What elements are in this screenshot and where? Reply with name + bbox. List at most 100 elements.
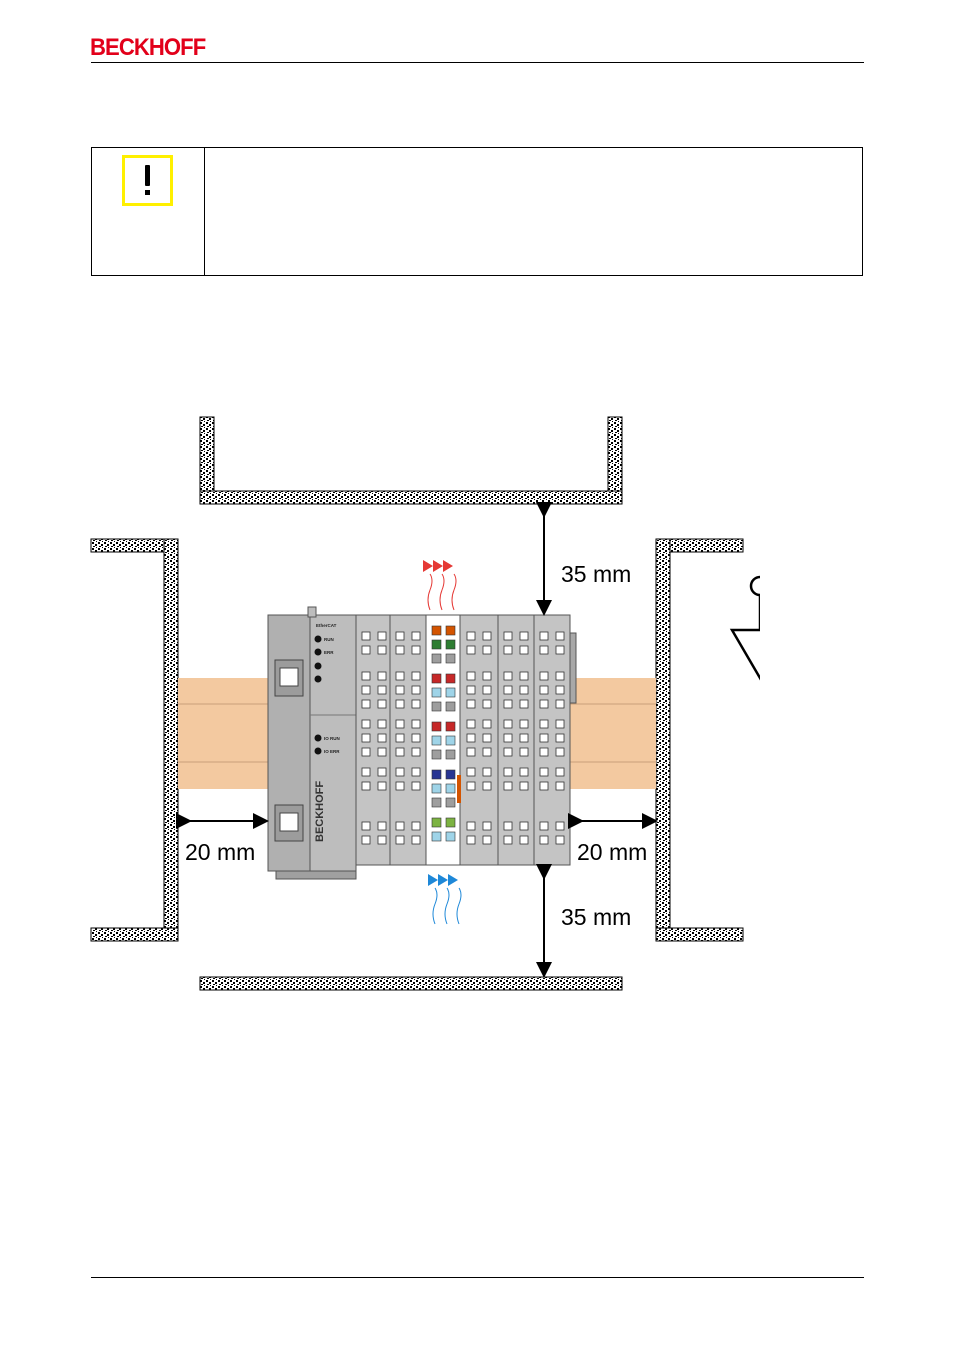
- terminal-contact: [377, 781, 387, 791]
- terminal-contact: [555, 821, 565, 831]
- terminal-indicator: [445, 639, 456, 650]
- terminal-contact: [555, 685, 565, 695]
- terminal-contact: [411, 645, 421, 655]
- terminal-indicator: [431, 797, 442, 808]
- terminal-contact: [466, 821, 476, 831]
- footer-rule: [91, 1277, 864, 1278]
- terminal-indicator: [445, 673, 456, 684]
- terminal-contact: [503, 671, 513, 681]
- terminal-contact: [555, 699, 565, 709]
- terminal-contact: [395, 719, 405, 729]
- terminal-contact: [555, 767, 565, 777]
- dimension-arrows: [176, 502, 658, 978]
- terminal-contact: [503, 747, 513, 757]
- right-housing-wall: [655, 538, 744, 942]
- led-run-label: RUN: [324, 637, 334, 642]
- terminal-contact: [466, 781, 476, 791]
- terminal-contact: [411, 767, 421, 777]
- terminal-contact: [503, 733, 513, 743]
- terminal-contact: [395, 699, 405, 709]
- terminal-indicator: [431, 735, 442, 746]
- terminal-contact: [395, 685, 405, 695]
- terminal-contact: [539, 781, 549, 791]
- terminal-contact: [466, 747, 476, 757]
- terminal-contact: [411, 699, 421, 709]
- terminal-contact: [361, 781, 371, 791]
- terminal-contact: [466, 699, 476, 709]
- terminal-contact: [519, 671, 529, 681]
- terminal-contact: [482, 645, 492, 655]
- terminal-contact: [395, 781, 405, 791]
- top-housing-wall: [199, 416, 623, 505]
- terminal-contact: [482, 835, 492, 845]
- terminal-contact: [539, 699, 549, 709]
- terminal-indicator: [431, 769, 442, 780]
- terminal-contact: [466, 733, 476, 743]
- airflow-out-top: [423, 560, 457, 611]
- ground-antenna-icon: [729, 575, 760, 681]
- terminal-contact: [555, 645, 565, 655]
- terminal-contact: [503, 821, 513, 831]
- terminal-indicator: [431, 783, 442, 794]
- terminal-contact: [482, 733, 492, 743]
- terminal-contact: [503, 767, 513, 777]
- caution-note-box: [91, 147, 863, 276]
- terminal-contact: [361, 719, 371, 729]
- terminal-contact: [377, 671, 387, 681]
- terminal-contact: [361, 767, 371, 777]
- terminal-contact: [377, 699, 387, 709]
- terminal-contact: [466, 685, 476, 695]
- terminal-contact: [503, 645, 513, 655]
- terminal-contact: [519, 781, 529, 791]
- terminal-contact: [519, 821, 529, 831]
- terminal-contact: [482, 699, 492, 709]
- terminal-contact: [361, 645, 371, 655]
- clearance-right-label: 20 mm: [577, 839, 647, 865]
- led-io-err-label: IO ERR: [324, 749, 340, 754]
- terminal-contact: [555, 631, 565, 641]
- terminal-contact: [482, 821, 492, 831]
- terminal-contact: [519, 699, 529, 709]
- terminal-contact: [377, 767, 387, 777]
- brand-logo: BECKHOFF: [90, 34, 206, 62]
- terminal-contact: [411, 733, 421, 743]
- terminal-contact: [395, 733, 405, 743]
- terminal-contact: [361, 631, 371, 641]
- terminal-contact: [482, 631, 492, 641]
- terminal-contact: [377, 685, 387, 695]
- clearance-top-label: 35 mm: [561, 561, 631, 587]
- terminal-contact: [361, 821, 371, 831]
- clearance-left-label: 20 mm: [185, 839, 255, 865]
- terminal-contact: [539, 685, 549, 695]
- terminal-contact: [503, 719, 513, 729]
- terminal-contact: [395, 631, 405, 641]
- terminal-indicator: [431, 749, 442, 760]
- terminal-contact: [482, 671, 492, 681]
- terminal-contact: [555, 835, 565, 845]
- terminal-indicator: [431, 831, 442, 842]
- terminal-indicator: [431, 701, 442, 712]
- header-rule: [91, 62, 864, 63]
- led-io-run-label: IO RUN: [324, 736, 340, 741]
- terminal-contact: [411, 685, 421, 695]
- terminal-contact: [539, 747, 549, 757]
- bottom-housing-wall: [199, 976, 623, 991]
- terminal-contact: [377, 631, 387, 641]
- terminal-contact: [503, 699, 513, 709]
- terminal-contact: [395, 821, 405, 831]
- terminal-indicator: [431, 639, 442, 650]
- coupler-side-brand: BECKHOFF: [314, 781, 326, 842]
- terminal-contact: [519, 719, 529, 729]
- terminal-indicator: [445, 749, 456, 760]
- led-err-label: ERR: [324, 650, 334, 655]
- brand-logo-text: BECKHOFF: [90, 34, 206, 61]
- terminal-contact: [361, 733, 371, 743]
- clearance-bottom-label: 35 mm: [561, 904, 631, 930]
- terminal-contact: [361, 671, 371, 681]
- terminal-contact: [411, 781, 421, 791]
- terminal-contact: [377, 747, 387, 757]
- terminal-contact: [519, 631, 529, 641]
- terminal-contact: [466, 767, 476, 777]
- terminal-contact: [503, 631, 513, 641]
- terminal-indicator: [445, 831, 456, 842]
